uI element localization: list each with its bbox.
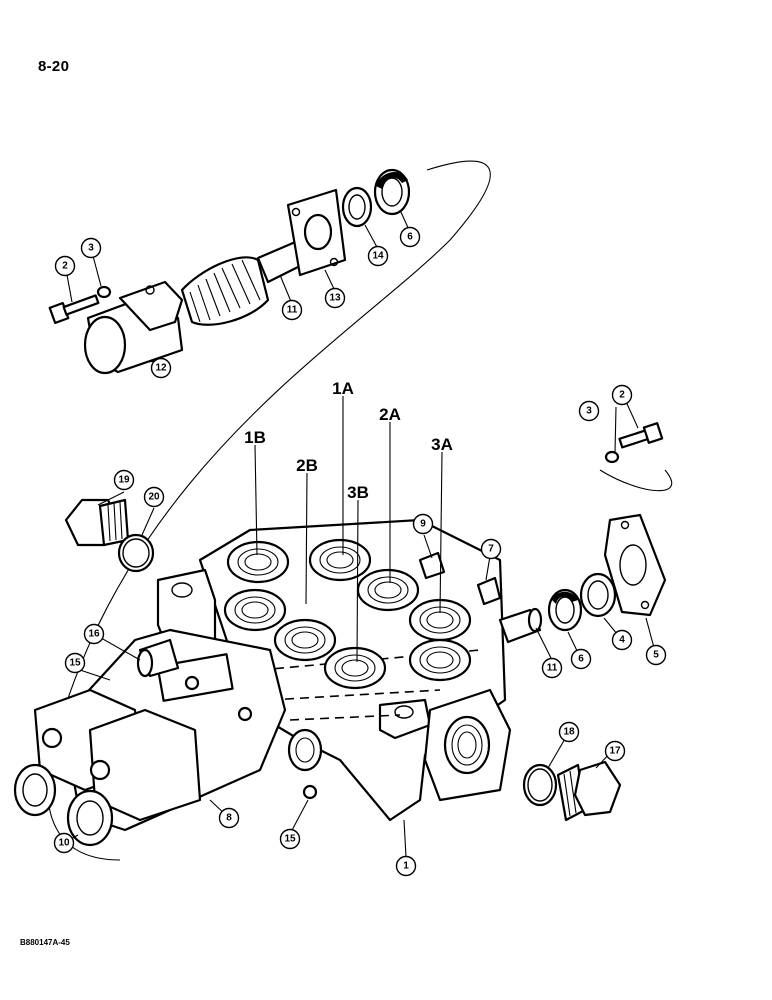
callout-label: 7 xyxy=(488,544,494,555)
o-ring-20 xyxy=(117,533,155,573)
port-label-3A: 3A xyxy=(431,435,453,454)
seal-6-right xyxy=(547,588,583,632)
callout-16: 16 xyxy=(83,623,105,645)
figure-code: B880147A-45 xyxy=(20,938,70,947)
work-port-1A xyxy=(308,538,372,582)
callout-12: 12 xyxy=(150,357,172,379)
callout-6: 6 xyxy=(399,226,421,248)
callout-1: 1 xyxy=(395,855,417,877)
callout-label: 3 xyxy=(586,406,592,417)
bellows-boot xyxy=(180,256,270,326)
backup-ring-14 xyxy=(341,186,373,228)
work-port-2B xyxy=(223,588,287,632)
callout-3-right: 3 xyxy=(578,400,600,422)
port-label-2B: 2B xyxy=(296,456,318,475)
seal-6-top xyxy=(373,168,411,216)
o-ring-18 xyxy=(522,763,558,807)
leader-lines xyxy=(63,209,657,858)
callout-label: 8 xyxy=(226,813,232,824)
port-label-1A: 1A xyxy=(332,379,354,398)
work-port-2A xyxy=(356,568,420,612)
assembly-link-line xyxy=(599,469,673,492)
callout-4: 4 xyxy=(611,629,633,651)
work-port-3B xyxy=(273,618,337,662)
callout-label: 14 xyxy=(372,251,384,262)
lock-washer-3 xyxy=(96,285,112,299)
callout-label: 2 xyxy=(619,390,625,401)
callout-15-lower: 15 xyxy=(279,828,301,850)
page-number: 8-20 xyxy=(38,58,70,75)
callout-15: 15 xyxy=(64,652,86,674)
plug-19 xyxy=(64,498,130,547)
gasket-plate-5 xyxy=(603,513,667,617)
ring-4 xyxy=(579,572,617,618)
callout-2-right: 2 xyxy=(611,384,633,406)
callout-label: 16 xyxy=(88,629,100,640)
callout-label: 19 xyxy=(118,475,130,486)
callout-label: 2 xyxy=(62,261,68,272)
callout-2: 2 xyxy=(54,255,76,277)
callout-9: 9 xyxy=(412,513,434,535)
callout-11-right: 11 xyxy=(541,657,563,679)
callout-label: 11 xyxy=(547,663,558,674)
callout-label: 3 xyxy=(88,243,94,254)
callout-label: 12 xyxy=(155,363,167,374)
callout-18: 18 xyxy=(558,721,580,743)
callout-label: 9 xyxy=(420,519,426,530)
callout-20: 20 xyxy=(143,486,165,508)
callout-14: 14 xyxy=(367,245,389,267)
callout-label: 11 xyxy=(287,305,298,316)
callout-19: 19 xyxy=(113,469,135,491)
callout-label: 4 xyxy=(619,635,625,646)
plate-13 xyxy=(286,188,347,277)
callout-17: 17 xyxy=(604,740,626,762)
solenoid-assembly-8 xyxy=(13,628,287,847)
lock-washer-3-right xyxy=(604,450,620,464)
callout-label: 1 xyxy=(403,861,409,872)
callout-label: 18 xyxy=(563,727,575,738)
callout-label: 13 xyxy=(329,293,341,304)
callout-label: 15 xyxy=(69,658,81,669)
callout-label: 17 xyxy=(609,746,621,757)
cap-screw-2 xyxy=(48,294,100,325)
callout-7: 7 xyxy=(480,538,502,560)
callout-10: 10 xyxy=(53,832,75,854)
spool-end-right xyxy=(418,551,543,644)
port-label-2A: 2A xyxy=(379,405,401,424)
callout-label: 6 xyxy=(578,654,584,665)
callout-13: 13 xyxy=(324,287,346,309)
port-label-3B: 3B xyxy=(347,483,369,502)
callout-6-right: 6 xyxy=(570,648,592,670)
plug-17 xyxy=(556,760,622,822)
work-port-1B xyxy=(226,540,290,584)
callout-label: 6 xyxy=(407,232,413,243)
work-port-center xyxy=(323,646,387,690)
callout-label: 20 xyxy=(148,492,160,503)
callout-8: 8 xyxy=(218,807,240,829)
port-label-1B: 1B xyxy=(244,428,266,447)
callout-5: 5 xyxy=(645,644,667,666)
callout-11: 11 xyxy=(281,299,303,321)
callout-3: 3 xyxy=(80,237,102,259)
solenoid-cover-12 xyxy=(83,280,184,375)
cap-screw-2-right xyxy=(618,422,664,449)
work-port-right xyxy=(408,638,472,682)
callout-label: 10 xyxy=(58,838,70,849)
callout-label: 15 xyxy=(284,834,296,845)
callout-label: 5 xyxy=(653,650,659,661)
